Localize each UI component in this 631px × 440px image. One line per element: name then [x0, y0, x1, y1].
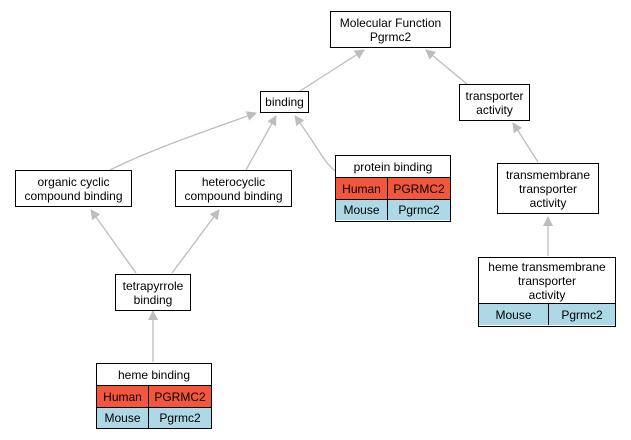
- gene-row-human: Human PGRMC2: [336, 178, 450, 199]
- edge-protein-binding-to-binding: [294, 115, 338, 173]
- node-heme-transmembrane-transporter-activity[interactable]: heme transmembrane transporter activity …: [478, 257, 616, 327]
- node-transporter-activity[interactable]: transporter activity: [459, 84, 530, 121]
- gene-cell: PGRMC2: [148, 386, 211, 407]
- species-cell: Human: [103, 389, 142, 404]
- node-label: activity: [476, 102, 513, 117]
- gene-cell: Pgrmc2: [548, 304, 615, 325]
- node-label: compound binding: [24, 188, 123, 203]
- gene-cell: PGRMC2: [387, 178, 450, 199]
- gene-row-human: Human PGRMC2: [97, 386, 211, 407]
- node-protein-binding[interactable]: protein binding Human PGRMC2 Mouse Pgrmc…: [335, 155, 451, 222]
- node-organic-cyclic-compound-binding[interactable]: organic cyclic compound binding: [15, 170, 132, 207]
- node-label: heterocyclic: [201, 174, 266, 189]
- species-cell: Mouse: [343, 203, 380, 217]
- node-molecular-function[interactable]: Molecular Function Pgrmc2: [330, 11, 451, 48]
- edge-tetrapyrrole-to-heterocyclic: [171, 209, 220, 274]
- edge-transporter-to-molecular-function: [425, 49, 469, 86]
- species-cell: Mouse: [104, 411, 141, 425]
- node-label: transporter: [465, 88, 524, 103]
- node-binding[interactable]: binding: [260, 91, 309, 113]
- node-label: compound binding: [184, 188, 283, 203]
- edge-transmembrane-to-transporter: [512, 122, 539, 163]
- node-label-group: heme transmembrane transporter activity: [479, 258, 615, 304]
- species-cell: Human: [342, 181, 381, 196]
- gene-row-mouse: Mouse Pgrmc2: [336, 199, 450, 220]
- edge-binding-to-molecular-function: [299, 49, 365, 92]
- gene-row-mouse: Mouse Pgrmc2: [97, 407, 211, 428]
- node-label: protein binding: [336, 156, 450, 178]
- node-label: transporter: [518, 181, 578, 196]
- node-label: transporter: [517, 273, 577, 288]
- node-label: Molecular Function: [339, 15, 442, 30]
- node-label: heme transmembrane: [488, 259, 606, 274]
- node-label: binding: [133, 292, 173, 307]
- gene-cell: Pgrmc2: [148, 408, 211, 428]
- gene-cell: Pgrmc2: [387, 200, 450, 220]
- gene-row-mouse: Mouse Pgrmc2: [479, 304, 615, 325]
- node-label: activity: [529, 195, 567, 210]
- node-label: transmembrane: [505, 167, 591, 182]
- node-label: organic cyclic: [37, 174, 110, 189]
- node-heme-binding[interactable]: heme binding Human PGRMC2 Mouse Pgrmc2: [96, 363, 212, 429]
- edge-heterocyclic-to-binding: [245, 115, 277, 171]
- node-label: binding: [265, 95, 304, 109]
- node-heterocyclic-compound-binding[interactable]: heterocyclic compound binding: [175, 170, 292, 207]
- node-label: activity: [528, 287, 566, 302]
- species-cell: Mouse: [495, 307, 532, 322]
- node-label: tetrapyrrole: [122, 278, 184, 293]
- node-label: Pgrmc2: [369, 29, 412, 44]
- node-tetrapyrrole-binding[interactable]: tetrapyrrole binding: [115, 274, 191, 311]
- node-label: heme binding: [97, 364, 211, 386]
- edge-organic-cyclic-to-binding: [109, 111, 257, 171]
- edge-tetrapyrrole-to-organic-cyclic: [90, 209, 137, 274]
- node-transmembrane-transporter-activity[interactable]: transmembrane transporter activity: [497, 163, 599, 214]
